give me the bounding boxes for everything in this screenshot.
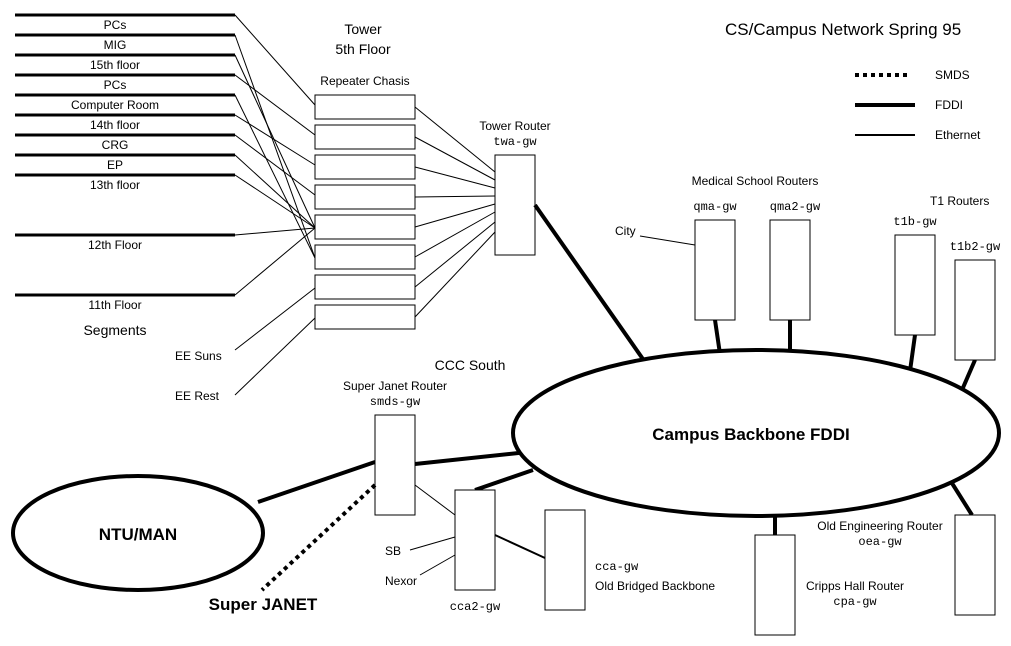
fddi-link-ntu (257, 460, 376, 504)
repeater-box (314, 304, 416, 330)
cca-gw-router (544, 509, 586, 611)
smds-gw-label: smds-gw (370, 395, 421, 409)
sb-label: SB (385, 544, 401, 558)
fddi-link-t1b (908, 334, 917, 372)
qma2-gw-router (769, 219, 811, 321)
tower-router-box (494, 154, 536, 256)
old-bridged-backbone-label: Old Bridged Backbone (595, 579, 715, 593)
repeater-box (314, 154, 416, 180)
repeater-box (314, 274, 416, 300)
segment-label: 13th floor (90, 178, 140, 192)
tower-router-host: twa-gw (493, 135, 537, 149)
smds-gw-router (374, 414, 416, 516)
super-janet-label: Super JANET (209, 595, 318, 614)
cca-gw-label: cca-gw (595, 560, 639, 574)
segment-label: 15th floor (90, 58, 140, 72)
t1b2-gw-router (954, 259, 996, 361)
legend-ethernet-label: Ethernet (935, 128, 981, 142)
nexor-link (419, 554, 456, 576)
qma2-gw-label: qma2-gw (770, 200, 821, 214)
fddi-links (257, 203, 977, 535)
repeater-box (314, 94, 416, 120)
segments-heading: Segments (83, 322, 146, 338)
cca2-gw-router (454, 489, 496, 591)
campus-backbone-ring (511, 348, 1001, 518)
cca2-gw-label: cca2-gw (450, 600, 501, 614)
tower-floor: 5th Floor (335, 41, 391, 57)
fddi-link-oea (948, 478, 974, 517)
segment-label: 14th floor (90, 118, 140, 132)
oea-gw-router (954, 514, 996, 616)
repeater-chassis-label: Repeater Chasis (320, 74, 409, 88)
t1b-gw-router (894, 234, 936, 336)
segment-label: 11th Floor (88, 298, 141, 312)
t1b2-gw-label: t1b2-gw (950, 240, 1001, 254)
nexor-label: Nexor (385, 574, 417, 588)
smds-link (260, 483, 377, 592)
cca2-cca-link (494, 534, 546, 559)
sb-link (409, 536, 456, 551)
oea-router-host: oea-gw (858, 535, 902, 549)
segment-label: EP (107, 158, 123, 172)
ntu-man-ring (11, 474, 265, 592)
repeater-chassis (314, 94, 416, 330)
ee-suns-label: EE Suns (175, 349, 222, 363)
ee-rest-label: EE Rest (175, 389, 220, 403)
cpa-router-host: cpa-gw (833, 595, 877, 609)
tower-router-label: Tower Router (479, 119, 550, 133)
fddi-link-cca2 (474, 468, 534, 492)
super-janet-router-label: Super Janet Router (343, 379, 447, 393)
qma-gw-label: qma-gw (693, 200, 737, 214)
legend-fddi-label: FDDI (935, 98, 963, 112)
segment-labels: PCs MIG 15th floor PCs Computer Room 14t… (71, 18, 159, 338)
diagram-title: CS/Campus Network Spring 95 (725, 20, 961, 39)
segment-label: PCs (104, 78, 127, 92)
repeater-router-connections (414, 106, 496, 318)
repeater-box (314, 184, 416, 210)
cpa-router-label: Cripps Hall Router (806, 579, 904, 593)
campus-backbone-label: Campus Backbone FDDI (652, 425, 849, 444)
repeater-box (314, 124, 416, 150)
smds-cca2-link (414, 484, 456, 516)
cpa-gw-router (754, 534, 796, 636)
t1b-gw-label: t1b-gw (893, 215, 937, 229)
city-link (639, 235, 696, 246)
fddi-link-tower (533, 203, 647, 364)
repeater-box (314, 214, 416, 240)
qma-gw-router (694, 219, 736, 321)
repeater-box (314, 244, 416, 270)
fddi-link-t1b2 (960, 359, 977, 391)
ntu-man-label: NTU/MAN (99, 525, 177, 544)
segment-label: PCs (104, 18, 127, 32)
t1-routers-heading: T1 Routers (930, 194, 989, 208)
segment-label: Computer Room (71, 98, 159, 112)
segment-connections (234, 14, 316, 396)
segment-label: CRG (102, 138, 129, 152)
segment-label: MIG (104, 38, 127, 52)
city-label: City (615, 224, 636, 238)
medical-routers-heading: Medical School Routers (692, 174, 819, 188)
tower-title: Tower (344, 21, 382, 37)
ccc-south-heading: CCC South (435, 357, 506, 373)
fddi-link-smds (414, 450, 529, 466)
oea-router-label: Old Engineering Router (817, 519, 942, 533)
fddi-link-qma (713, 319, 722, 355)
segment-lines (15, 13, 235, 297)
legend: SMDS FDDI Ethernet (855, 68, 981, 142)
segment-label: 12th Floor (88, 238, 142, 252)
legend-smds-label: SMDS (935, 68, 970, 82)
